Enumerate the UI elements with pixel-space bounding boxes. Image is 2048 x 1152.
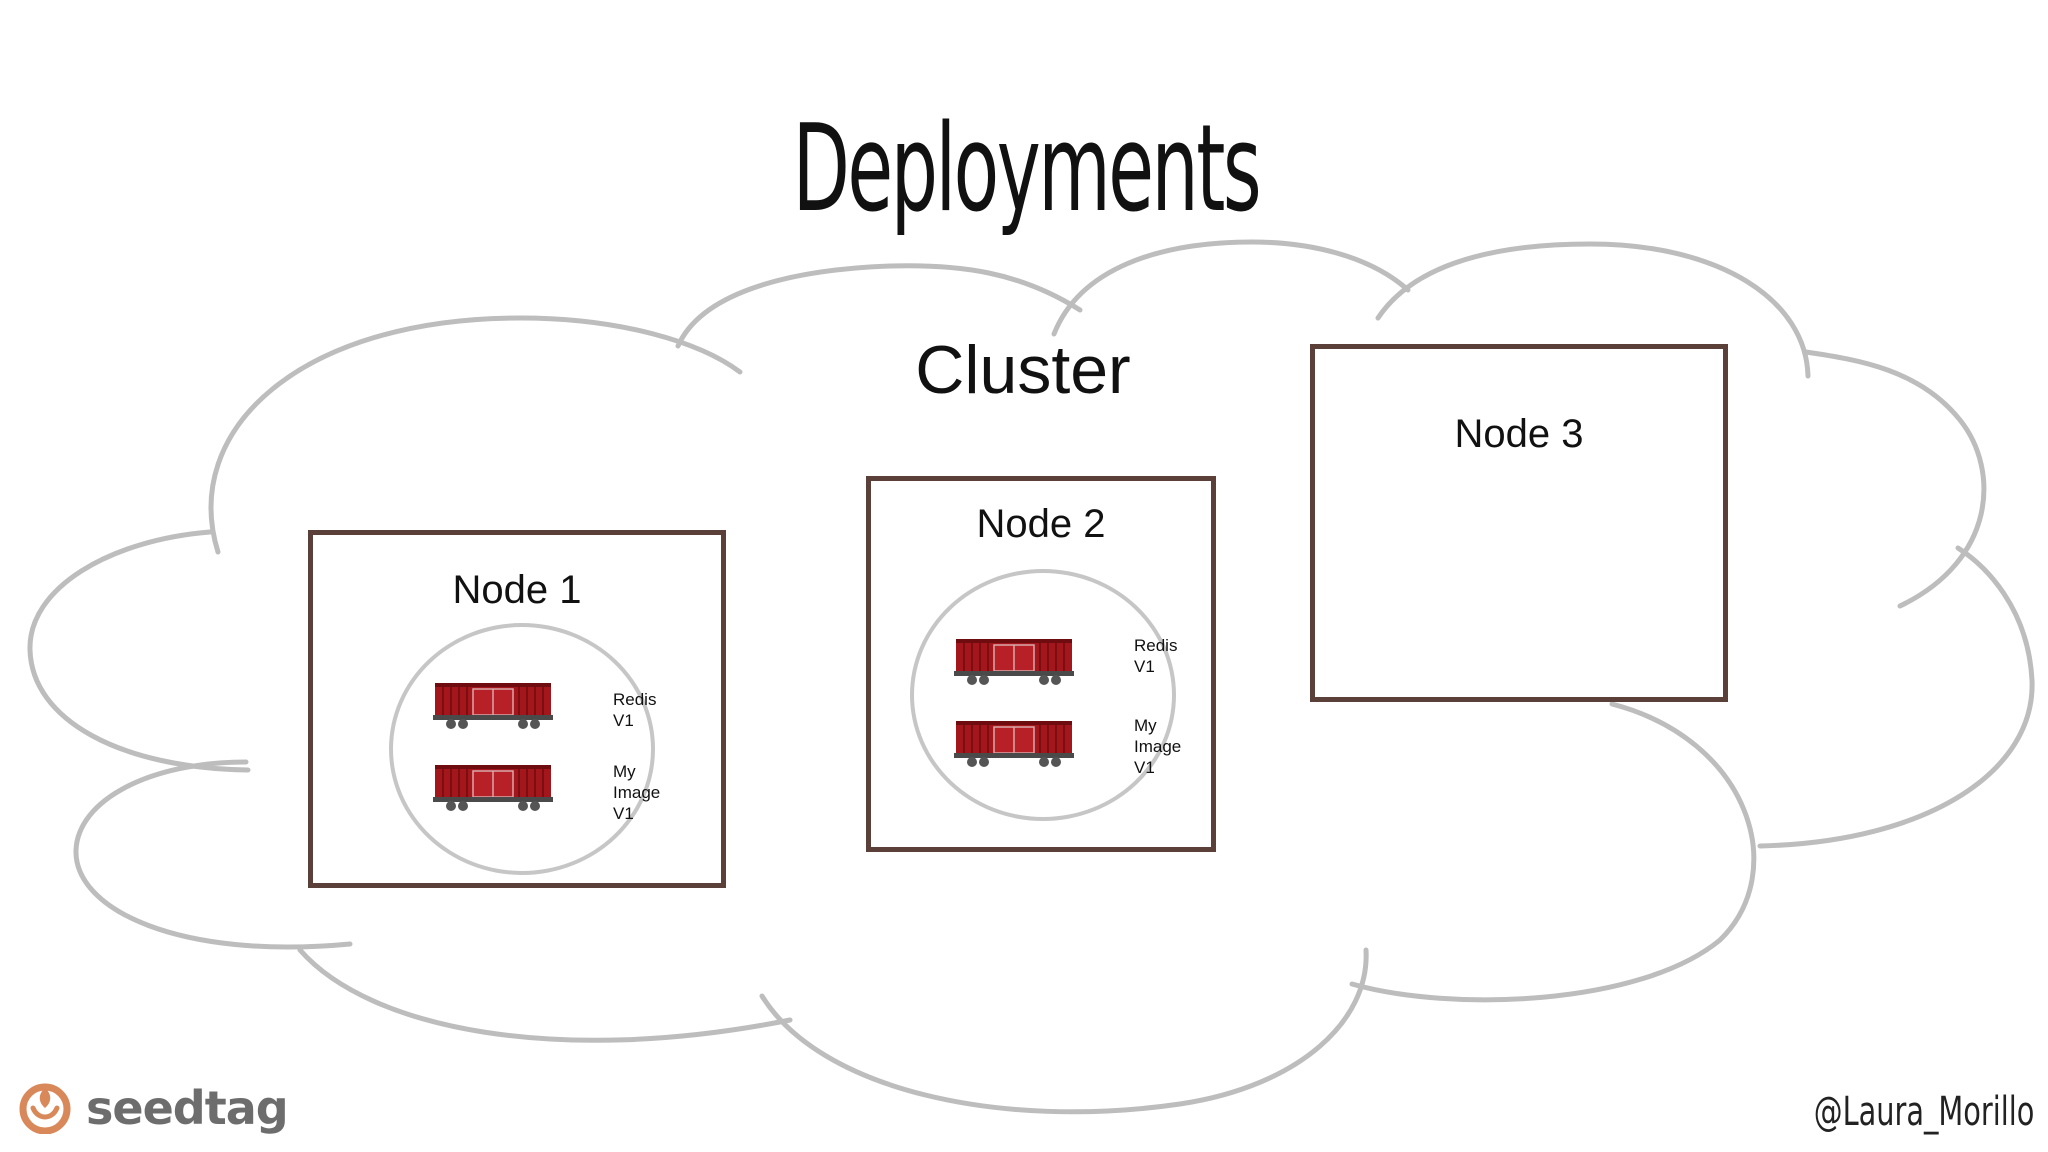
seed-icon — [19, 1083, 71, 1134]
logo-wordmark: seedtag — [86, 1081, 289, 1135]
cloud-lobe-top-mid — [675, 263, 1083, 349]
container-label: My Image V1 — [1134, 716, 1182, 777]
container-label: Redis V1 — [613, 690, 657, 730]
cloud-lobe-right-low — [1757, 545, 2035, 849]
node-2-pod: Redis V1 — [910, 569, 1181, 821]
boxcar-icon — [433, 765, 553, 811]
cloud-lobe-bottom-right — [1349, 701, 1757, 1003]
cloud-lobe-bottom-left — [73, 759, 353, 950]
cloud-lobe-top-left — [208, 315, 743, 555]
node-1-label: Node 1 — [452, 568, 582, 612]
author-handle: @Laura_Morillo — [1813, 1089, 2034, 1135]
node-2: Node 2 — [866, 476, 1216, 852]
cloud-lobe-bottom — [297, 947, 793, 1043]
container-label: Redis V1 — [1134, 636, 1178, 676]
cloud-lobe-bottom-mid — [759, 947, 1369, 1115]
cloud-lobe-top-mid-right — [1051, 239, 1411, 337]
container-label: My Image V1 — [613, 762, 661, 823]
boxcar-icon — [954, 721, 1074, 767]
node-2-label: Node 2 — [976, 502, 1106, 546]
slide-title: Deployments — [792, 100, 1262, 239]
cluster-label: Cluster — [915, 332, 1131, 408]
node-1-pod: Redis V1 — [389, 623, 660, 875]
cloud-lobe-left — [27, 529, 251, 773]
cloud-lobe-top-right — [1375, 241, 1811, 379]
node-3: Node 3 — [1310, 344, 1728, 702]
node-1: Node 1 — [308, 530, 726, 888]
boxcar-icon — [954, 639, 1074, 685]
node-3-label: Node 3 — [1454, 412, 1584, 456]
boxcar-icon — [433, 683, 553, 729]
cloud-lobe-right — [1803, 349, 1987, 609]
